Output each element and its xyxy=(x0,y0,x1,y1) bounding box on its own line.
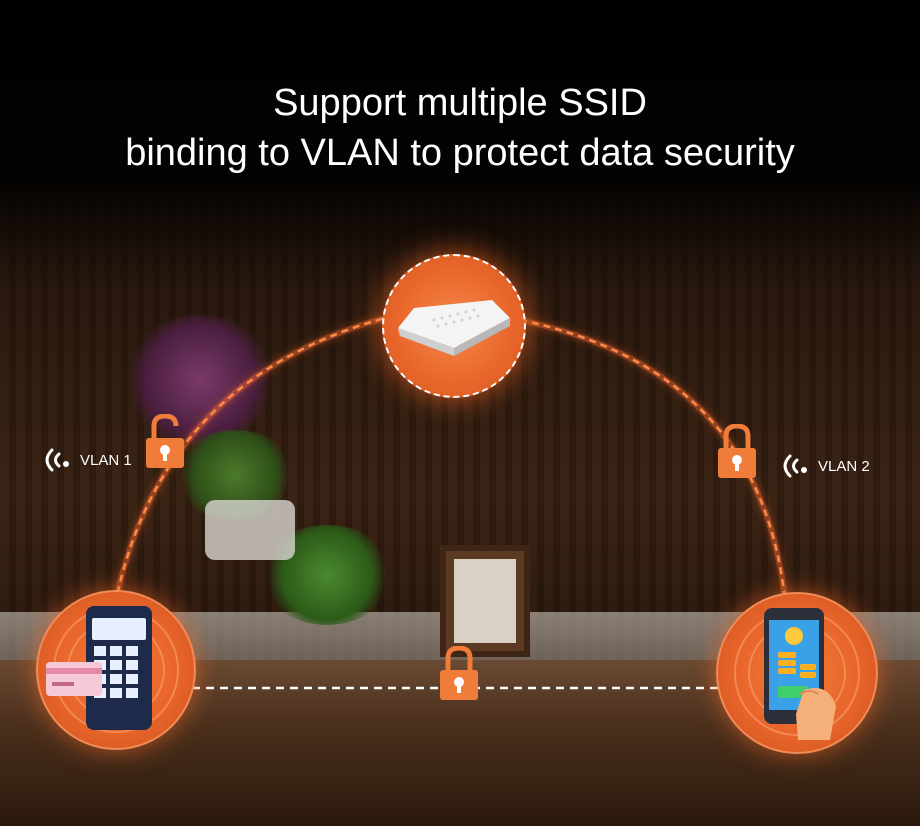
isolation-lock-icon xyxy=(438,645,480,702)
pos-terminal-node xyxy=(36,590,196,750)
vlan2-label: VLAN 2 xyxy=(778,452,870,480)
vlan2-link-arc-dash xyxy=(519,318,787,601)
vlan1-link-arc-dash xyxy=(113,316,386,606)
vlan1-lock-icon xyxy=(144,413,186,470)
title-line-2: binding to VLAN to protect data security xyxy=(125,132,795,174)
wifi-signal-icon xyxy=(783,454,807,478)
photo-frame xyxy=(440,545,530,657)
white-pot xyxy=(205,500,295,560)
vlan1-label: VLAN 1 xyxy=(40,446,132,474)
vlan1-text: VLAN 1 xyxy=(80,451,132,469)
pos-terminal-icon xyxy=(46,606,179,733)
vlan2-text: VLAN 2 xyxy=(818,457,870,475)
title-line-1: Support multiple SSID xyxy=(273,82,647,124)
vlan2-lock-icon xyxy=(716,423,758,480)
page-title: Support multiple SSID binding to VLAN to… xyxy=(0,78,920,178)
wifi-signal-icon xyxy=(45,448,69,472)
smartphone-payment-icon xyxy=(734,608,860,740)
access-point-icon xyxy=(398,300,510,356)
access-point-node xyxy=(382,254,526,398)
smartphone-node xyxy=(716,592,878,754)
